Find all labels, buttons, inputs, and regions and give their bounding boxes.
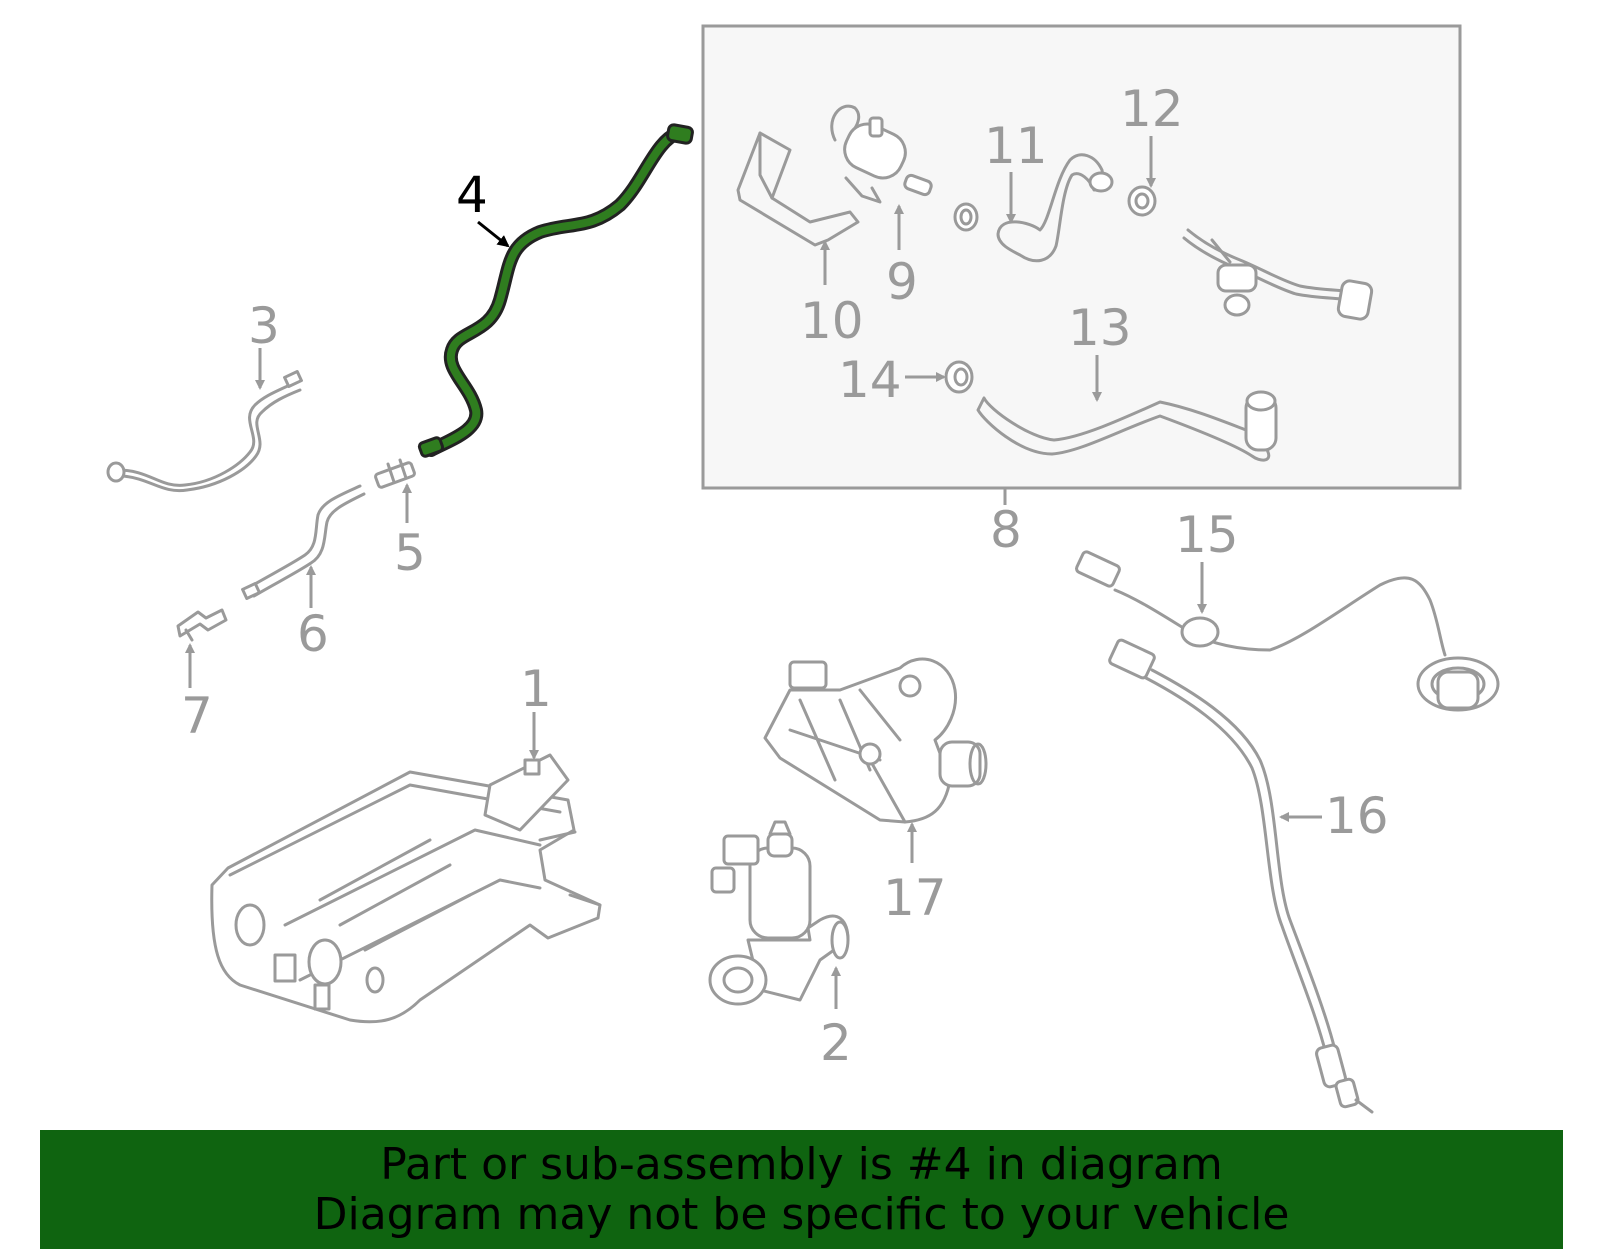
callout-1: 1 [520,660,552,718]
part-13-hose[interactable] [976,390,1278,462]
part-4-hose[interactable] [417,123,694,458]
callout-3: 3 [248,297,280,355]
callout-9: 9 [886,253,918,311]
info-banner: Part or sub-assembly is #4 in diagram Di… [40,1130,1563,1249]
callout-7: 7 [181,687,213,745]
callout-14: 14 [838,351,902,409]
part-1-canister[interactable] [210,753,602,1024]
banner-line-1: Part or sub-assembly is #4 in diagram [380,1139,1223,1190]
part-16-sensor-wire[interactable] [1108,638,1374,1114]
callout-6: 6 [297,605,329,663]
callout-13: 13 [1068,299,1132,357]
part-10-bracket[interactable] [736,131,860,247]
part-7-valve[interactable] [176,608,228,642]
callout-4: 4 [456,166,488,224]
part-17-module[interactable] [763,657,988,824]
part-15-sensor-harness[interactable] [1075,550,1500,712]
banner-line-2: Diagram may not be specific to your vehi… [313,1189,1290,1240]
part-5-connector[interactable] [374,458,416,489]
callout-12: 12 [1120,80,1184,138]
part-11-hose[interactable] [996,153,1114,263]
part-12-clamp[interactable] [1127,185,1157,217]
part-3-hose[interactable] [106,370,303,493]
part-14-grommet[interactable] [944,360,974,394]
part-2-valve[interactable] [708,820,850,1006]
callout-5: 5 [394,524,426,582]
callout-16: 16 [1325,787,1389,845]
callout-15: 15 [1175,506,1239,564]
subassembly-box-8 [701,24,1462,490]
clamp-near-9 [953,202,979,232]
callout-2: 2 [820,1014,852,1072]
vent-hose-assembly[interactable] [1182,228,1374,321]
callout-11: 11 [984,117,1048,175]
callout-17: 17 [883,869,947,927]
callout-10: 10 [800,292,864,350]
part-9-purge-valve[interactable] [830,104,933,204]
callout-8: 8 [990,501,1022,559]
part-6-tube[interactable] [241,484,366,600]
